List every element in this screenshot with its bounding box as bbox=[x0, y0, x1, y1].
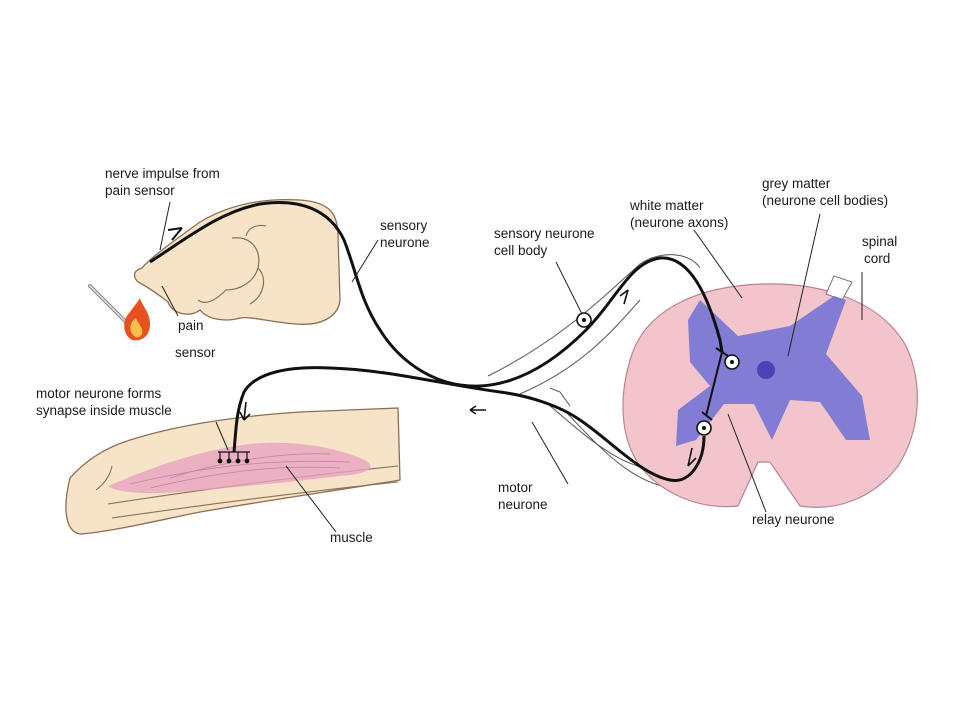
label-sensory-neurone-2: neurone bbox=[380, 235, 430, 250]
label-white-matter-2: (neurone axons) bbox=[630, 215, 728, 230]
labels: nerve impulse from pain sensor pain sens… bbox=[36, 166, 897, 545]
hand bbox=[133, 199, 341, 325]
label-motor-synapse-2: synapse inside muscle bbox=[36, 403, 172, 418]
central-canal bbox=[757, 361, 775, 379]
label-relay-neurone: relay neurone bbox=[752, 512, 835, 527]
label-nerve-impulse-2: pain sensor bbox=[105, 183, 175, 198]
label-white-matter: white matter bbox=[629, 198, 704, 213]
hand-shape bbox=[133, 199, 341, 325]
label-spinal-cord: spinal bbox=[862, 234, 897, 249]
motor-neurone-path bbox=[232, 366, 706, 482]
motor-end-plates bbox=[217, 451, 250, 464]
label-grey-matter-2: (neurone cell bodies) bbox=[762, 193, 888, 208]
label-motor-neurone-2: neurone bbox=[498, 497, 548, 512]
label-pain-sensor-2: sensor bbox=[175, 345, 216, 360]
label-nerve-impulse: nerve impulse from bbox=[105, 166, 220, 181]
label-muscle: muscle bbox=[330, 530, 373, 545]
sensory-neurone-path bbox=[149, 201, 724, 388]
label-grey-matter: grey matter bbox=[762, 176, 831, 191]
spinal-nerve-outer-root bbox=[487, 254, 701, 377]
forearm bbox=[65, 407, 401, 535]
motor-neurone bbox=[217, 366, 712, 482]
label-sensory-neurone: sensory bbox=[380, 218, 428, 233]
spinal-cord bbox=[487, 254, 918, 508]
label-sensory-cell-body: sensory neurone bbox=[494, 226, 595, 241]
sensory-neurone bbox=[149, 201, 724, 388]
muscle-shape bbox=[108, 442, 371, 494]
burning-match bbox=[88, 284, 150, 341]
label-motor-neurone: motor bbox=[498, 480, 533, 495]
label-sensory-cell-body-2: cell body bbox=[494, 243, 548, 258]
label-pain-sensor: pain bbox=[178, 318, 204, 333]
leader-lines bbox=[159, 201, 863, 533]
relay-neurone bbox=[701, 347, 740, 421]
label-spinal-cord-2: cord bbox=[864, 251, 890, 266]
label-motor-synapse: motor neurone forms bbox=[36, 386, 162, 401]
